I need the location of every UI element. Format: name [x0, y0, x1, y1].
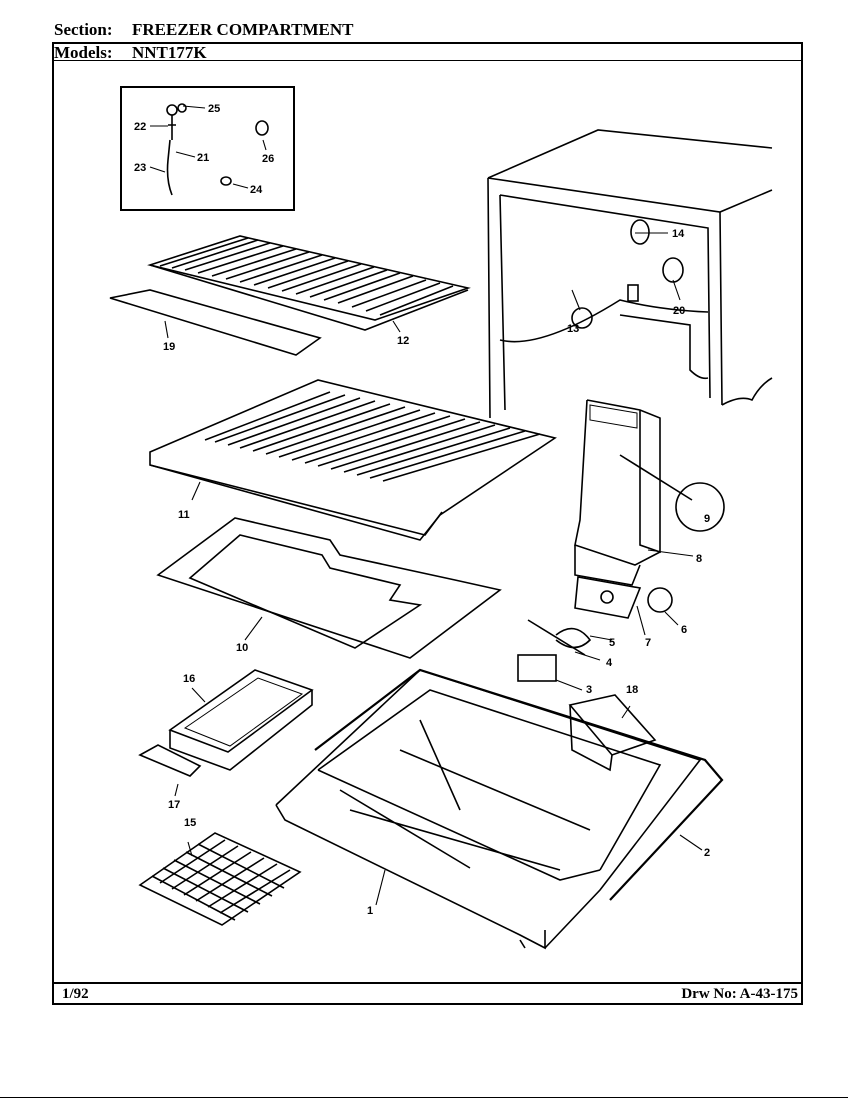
- callout-15: 15: [184, 817, 196, 829]
- callout-16: 16: [183, 673, 195, 685]
- ice-tray: [138, 832, 302, 926]
- callout-17: 17: [168, 799, 180, 811]
- freezer-liner: [275, 669, 702, 950]
- callout-2: 2: [704, 847, 710, 859]
- callout-24: 24: [250, 184, 263, 196]
- callout-26: 26: [262, 153, 274, 165]
- callout-12: 12: [397, 335, 409, 347]
- date-code: 1/92: [62, 986, 89, 1002]
- section-label: Section:: [54, 20, 113, 39]
- crisper-cover: [149, 379, 557, 541]
- callout-4: 4: [606, 657, 613, 669]
- drawer-handle: [138, 744, 202, 777]
- section-heading: Section: FREEZER COMPARTMENT: [54, 20, 354, 40]
- callout-10: 10: [236, 642, 248, 654]
- drawing-frame: [52, 42, 803, 1005]
- section-value: FREEZER COMPARTMENT: [132, 20, 354, 39]
- thermostat-parts: [166, 103, 269, 196]
- callout-6: 6: [681, 624, 687, 636]
- models-value: NNT177K: [132, 43, 207, 62]
- callout-8: 8: [696, 553, 702, 565]
- callout-23: 23: [134, 162, 146, 174]
- fan-assembly: [517, 576, 673, 682]
- leader-lines: [149, 105, 703, 906]
- shelf-rail: [109, 289, 322, 356]
- crisper-drawer: [168, 669, 314, 771]
- glass-panel: [156, 517, 502, 659]
- models-heading: Models: NNT177K: [54, 43, 207, 63]
- callout-3: 3: [586, 684, 592, 696]
- callout-9: 9: [704, 513, 710, 525]
- callout-25: 25: [208, 103, 220, 115]
- inset-box: [120, 86, 295, 211]
- evaporator-cover: [574, 399, 725, 586]
- callout-7: 7: [645, 637, 651, 649]
- callout-11: 11: [178, 509, 190, 521]
- callout-13: 13: [567, 323, 579, 335]
- callout-1: 1: [367, 905, 373, 917]
- callout-labels: 1 2 3 4 5 6 7 8 9 10 11 12 13 14 15 16 1…: [134, 103, 710, 917]
- freezer-cabinet: [487, 129, 773, 419]
- drawing-number: Drw No: A-43-175: [681, 986, 798, 1002]
- header-rule: [52, 60, 803, 61]
- callout-21: 21: [197, 152, 209, 164]
- callout-20: 20: [673, 305, 685, 317]
- callout-14: 14: [672, 228, 685, 240]
- callout-18: 18: [626, 684, 638, 696]
- page-bottom-edge: [0, 1097, 848, 1098]
- footer-rule: [52, 982, 803, 984]
- callout-22: 22: [134, 121, 146, 133]
- liner-cover: [568, 694, 657, 772]
- callout-5: 5: [609, 637, 615, 649]
- models-label: Models:: [54, 43, 113, 62]
- callout-19: 19: [163, 341, 175, 353]
- wire-shelf: [147, 235, 471, 331]
- door-gasket-rail: [314, 668, 724, 901]
